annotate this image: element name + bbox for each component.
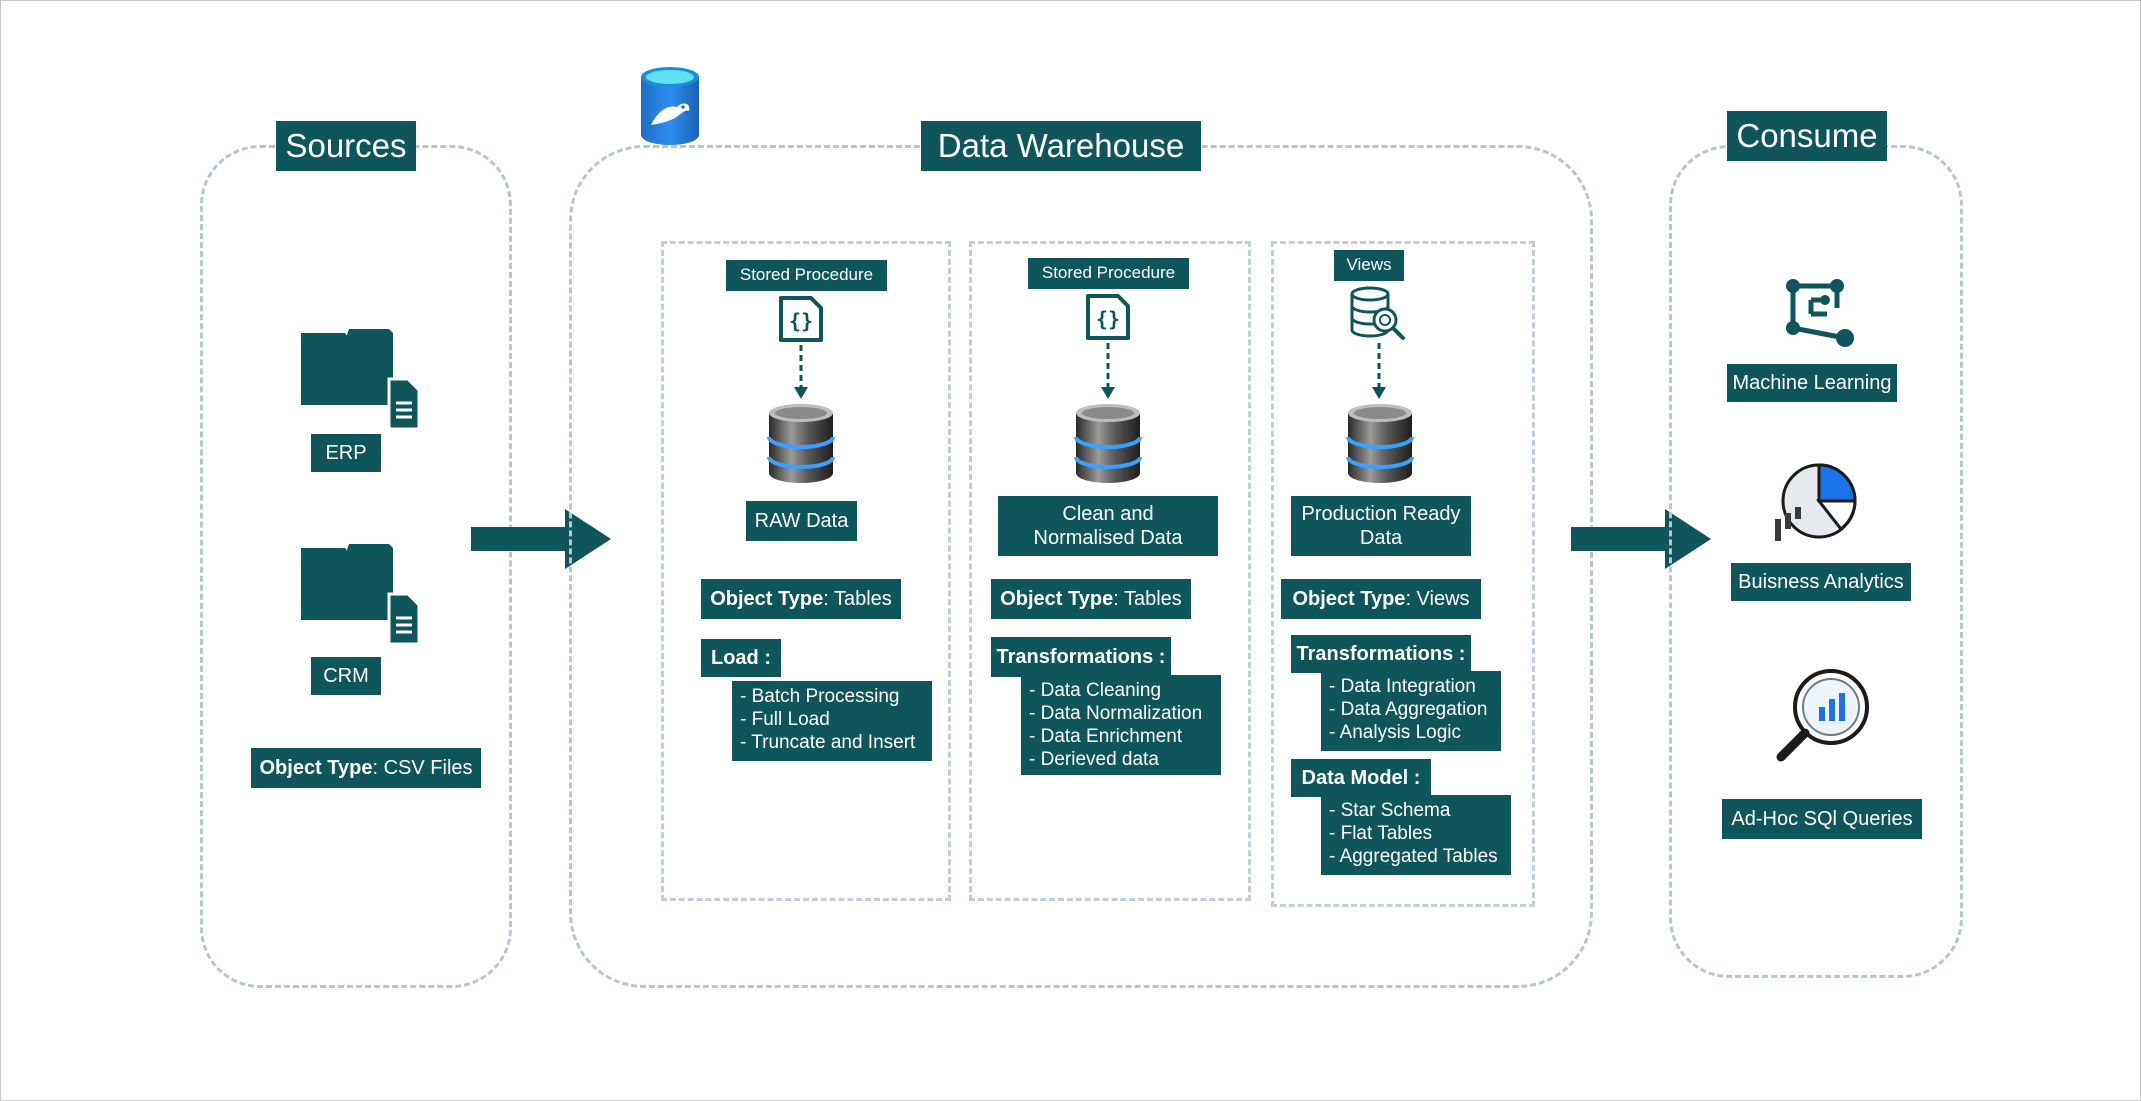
object-type-key: Object Type [259,757,373,779]
production-layer-frame [1271,241,1535,907]
list-item: - Data Aggregation [1329,699,1488,720]
sources-object-type: Object Type : CSV Files [251,748,481,788]
pie-chart-icon [1775,463,1857,541]
production-transformations-title: Transformations : [1291,635,1471,673]
production-tool-label: Views [1334,250,1404,281]
raw-db-label: RAW Data [746,501,857,541]
list-item: - Full Load [740,709,830,730]
svg-text:{}: {} [1096,307,1120,331]
crm-folder-icon [301,544,421,646]
database-search-icon [1350,286,1405,340]
consume-title: Consume [1727,111,1887,161]
code-file-icon: {} [779,296,823,342]
object-type-value: : CSV Files [372,757,473,779]
raw-database-icon [767,404,835,483]
clean-transformations-list: - Data Cleaning - Data Normalization - D… [1021,675,1221,775]
object-type-key: Object Type [1000,588,1114,610]
list-item: - Data Integration [1329,676,1476,697]
raw-load-list: - Batch Processing - Full Load - Truncat… [732,681,932,761]
object-type-key: Object Type [1292,588,1406,610]
db-label-text: Clean and Normalised Data [1033,503,1183,549]
clean-database-icon [1074,404,1142,483]
warehouse-title: Data Warehouse [921,121,1201,171]
clean-flow-dashed-arrow [1101,343,1115,399]
list-item: - Data Enrichment [1029,726,1183,747]
flow-arrow-right [1571,509,1711,569]
consume-item-machine-learning: Machine Learning [1727,364,1897,402]
production-transformations-list: - Data Integration - Data Aggregation - … [1321,671,1501,751]
production-db-label: Production Ready Data [1291,496,1471,556]
object-type-value: : Tables [1113,588,1182,610]
object-type-value: : Tables [823,588,892,610]
svg-text:{}: {} [789,309,813,333]
raw-tool-label: Stored Procedure [726,260,887,291]
list-item: - Analysis Logic [1329,722,1462,743]
consume-frame [1669,145,1963,978]
production-object-type: Object Type : Views [1281,579,1481,619]
raw-object-type: Object Type : Tables [701,579,901,619]
production-database-icon [1346,404,1414,483]
clean-transformations-title: Transformations : [991,637,1171,677]
clean-object-type: Object Type : Tables [991,579,1191,619]
list-item: - Flat Tables [1329,823,1433,844]
list-item: - Derieved data [1029,749,1159,770]
list-item: - Aggregated Tables [1329,846,1498,867]
list-item: - Data Cleaning [1029,680,1162,701]
machine-learning-icon [1786,279,1854,347]
list-item: - Star Schema [1329,800,1451,821]
erp-folder-icon [301,329,421,431]
consume-item-ad-hoc-queries: Ad-Hoc SQl Queries [1722,799,1922,839]
raw-load-title: Load : [701,639,781,677]
clean-layer-frame [969,241,1251,901]
sources-title: Sources [276,121,416,171]
list-item: - Batch Processing [740,686,900,707]
list-item: - Truncate and Insert [740,732,916,753]
production-data-model-title: Data Model : [1291,759,1431,797]
list-item: - Data Normalization [1029,703,1203,724]
code-file-icon: {} [1086,294,1130,340]
flow-arrow-left [471,509,611,569]
production-flow-dashed-arrow [1372,343,1386,399]
clean-tool-label: Stored Procedure [1028,258,1189,289]
raw-flow-dashed-arrow [794,345,808,399]
production-data-model-list: - Star Schema - Flat Tables - Aggregated… [1321,795,1511,875]
crm-label: CRM [311,657,381,695]
consume-item-business-analytics: Buisness Analytics [1731,563,1911,601]
db-label-text: Production Ready Data [1301,503,1461,549]
mariadb-seal-database-icon [641,67,699,145]
erp-label: ERP [311,434,381,472]
object-type-value: : Views [1405,588,1470,610]
raw-layer-frame [661,241,951,901]
clean-db-label: Clean and Normalised Data [998,496,1218,556]
magnifier-chart-icon [1776,669,1869,762]
object-type-key: Object Type [710,588,824,610]
